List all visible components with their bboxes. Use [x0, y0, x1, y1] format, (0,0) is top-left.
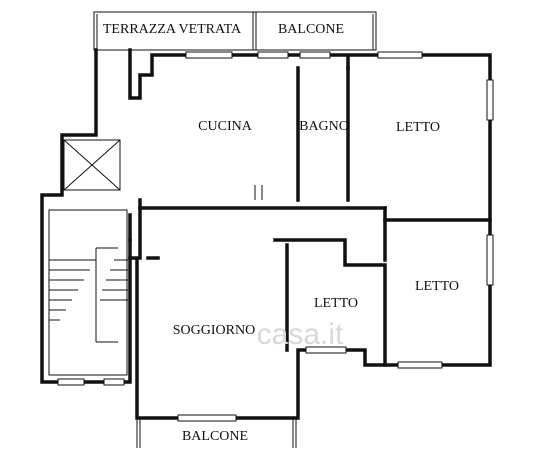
label-soggiorno: SOGGIORNO	[173, 323, 255, 338]
watermark: casa.it	[257, 318, 344, 351]
label-letto-1: LETTO	[396, 120, 440, 135]
stairwell	[40, 48, 132, 384]
label-balcone-top: BALCONE	[278, 22, 344, 37]
interior-walls	[128, 56, 492, 367]
label-letto-2: LETTO	[415, 279, 459, 294]
label-letto-3: LETTO	[314, 296, 358, 311]
windows	[57, 51, 494, 422]
label-cucina: CUCINA	[198, 119, 253, 134]
bottom-balcony-outline	[136, 418, 297, 448]
label-bagno: BAGNO	[299, 119, 349, 134]
label-terrazza-vetrata: TERRAZZA VETRATA	[103, 22, 242, 37]
label-balcone-bottom: BALCONE	[182, 429, 248, 444]
top-terrace-outline	[93, 11, 377, 51]
